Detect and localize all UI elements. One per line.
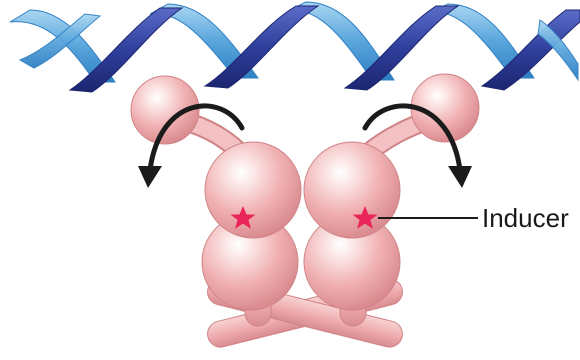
repressor-protein [131, 74, 479, 350]
hinge-linkers [180, 120, 430, 158]
dna-double-helix [10, 2, 580, 92]
core-domain-upper-left [205, 142, 301, 238]
inducer-label-group: Inducer [378, 203, 569, 233]
core-domain-upper-right [304, 142, 400, 238]
arrowhead-left [138, 166, 162, 188]
inducer-label: Inducer [482, 203, 569, 233]
arrowhead-right [448, 166, 472, 188]
